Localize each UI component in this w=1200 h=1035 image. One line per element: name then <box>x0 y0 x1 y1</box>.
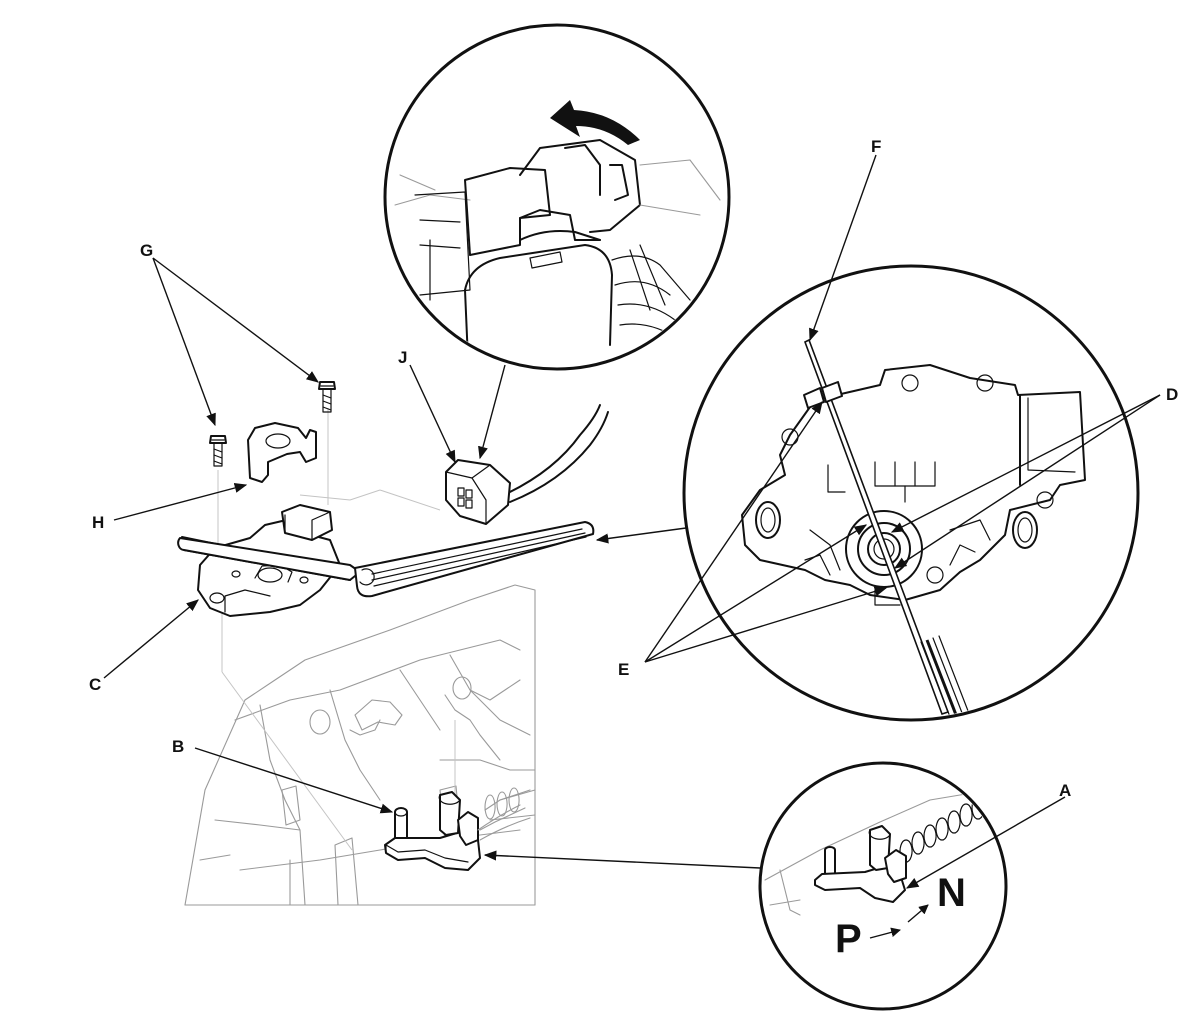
callout-a: A <box>1059 781 1071 800</box>
callout-c: C <box>89 675 101 694</box>
callout-b: B <box>172 737 184 756</box>
callout-labels: G H C B J F D E A <box>89 137 1178 800</box>
callout-d: D <box>1166 385 1178 404</box>
inset-pointer-arrows <box>478 364 761 869</box>
callout-leaders <box>103 154 1161 889</box>
inset-lever-position: P N <box>758 761 1008 1011</box>
transmission-range-switch-c <box>197 504 341 617</box>
inset-connector-release <box>383 23 731 371</box>
callout-h: H <box>92 513 104 532</box>
bolt-g-left <box>209 435 227 467</box>
transmission-housing <box>184 584 536 906</box>
callout-g: G <box>140 241 153 260</box>
bolt-g-right <box>318 381 336 413</box>
alignment-tool <box>177 521 595 598</box>
position-n-label: N <box>937 871 966 915</box>
position-p-label: P <box>835 917 862 961</box>
inset-tool-alignment <box>682 264 1140 722</box>
callout-f: F <box>871 137 881 156</box>
callout-e: E <box>618 660 629 679</box>
callout-j: J <box>398 348 407 367</box>
shift-lever-main <box>384 791 531 871</box>
bracket-h <box>247 422 317 483</box>
connector-j <box>445 404 609 525</box>
